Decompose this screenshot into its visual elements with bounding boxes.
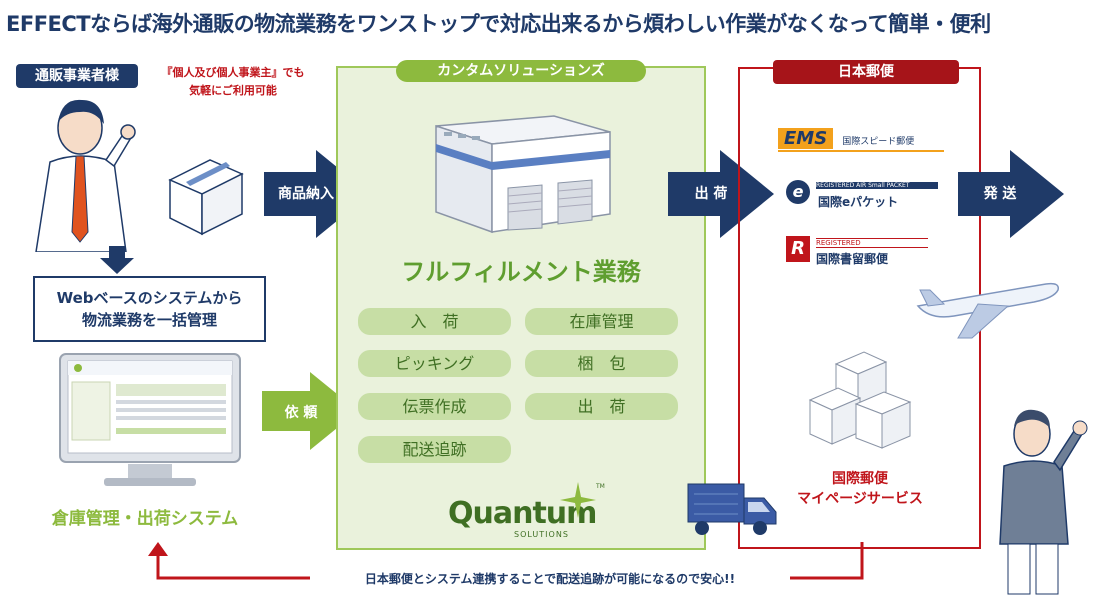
ship-out-label: 出 荷 (694, 186, 728, 202)
task-slip: 伝票作成 (358, 393, 511, 420)
truck-icon (687, 483, 777, 535)
merchant-tag: 通販事業者様 (16, 64, 138, 88)
tracking-note: 日本郵便とシステム連携することで配送追跡が可能になるので安心!! (310, 570, 790, 587)
web-management-box: Webベースのシステムから 物流業務を一括管理 (33, 276, 266, 342)
goods-in-label: 商品納入 (278, 186, 334, 202)
mypage-service: 国際郵便 マイページサービス (745, 469, 975, 509)
web-box-line1: Webベースのシステムから (56, 289, 243, 307)
mypage-line1: 国際郵便 (832, 471, 888, 487)
registered-mark: REGISTERED (816, 238, 928, 248)
down-arrow-icon (100, 246, 134, 274)
parcel-box-icon (168, 159, 244, 236)
warehouse-icon (435, 115, 611, 234)
wms-label: 倉庫管理・出荷システム (51, 509, 239, 529)
japan-post-tab: 日本郵便 (773, 60, 959, 84)
goods-in-arrow (264, 150, 370, 238)
stacked-boxes-icon (808, 351, 912, 449)
dispatch-arrow (958, 150, 1064, 238)
registered-name: 国際書留郵便 (816, 252, 889, 266)
ship-out-arrow (668, 150, 774, 238)
epacket-icon: e (786, 180, 810, 204)
epacket-name: 国際eパケット (818, 195, 899, 209)
ems-name: 国際スピード郵便 (842, 137, 915, 147)
merchant-note-line2: 気軽にご利用可能 (189, 84, 277, 97)
fulfillment-title: フルフィルメント業務 (401, 258, 641, 286)
dispatch-label: 発 送 (983, 186, 1017, 202)
monitor-icon (59, 353, 241, 486)
mypage-line2: マイページサービス (797, 491, 923, 507)
registered-icon: R (786, 236, 810, 262)
epacket-mark: REGISTERED AIR Small PACKET (816, 182, 938, 189)
task-packing: 梱 包 (525, 350, 678, 377)
quantum-tab: カンタムソリューションズ (396, 60, 646, 82)
merchant-note-line1: 『個人及び個人事業主』でも (161, 66, 305, 79)
page-headline: EFFECTならば海外通販の物流業務をワンストップで対応出来るから煩わしい作業が… (6, 12, 991, 36)
ems-logo: EMS 国際スピード郵便 (778, 128, 944, 152)
request-arrow (262, 372, 358, 450)
task-picking: ピッキング (358, 350, 511, 377)
airplane-icon (916, 282, 1059, 339)
task-shipping: 出 荷 (525, 393, 678, 420)
merchant-note: 『個人及び個人事業主』でも 気軽にご利用可能 (138, 64, 328, 100)
quantum-star-icon (560, 482, 596, 518)
task-inventory: 在庫管理 (525, 308, 678, 335)
quantum-logo-sub: SOLUTIONS (514, 530, 569, 539)
customer-icon (999, 409, 1088, 595)
task-tracking: 配送追跡 (358, 436, 511, 463)
request-label: 依 頼 (284, 405, 318, 421)
quantum-logo-tm: TM (596, 483, 605, 490)
businessman-icon (35, 99, 136, 252)
task-receiving: 入 荷 (358, 308, 511, 335)
web-box-line2: 物流業務を一括管理 (81, 311, 217, 329)
ems-mark: EMS (778, 128, 834, 149)
